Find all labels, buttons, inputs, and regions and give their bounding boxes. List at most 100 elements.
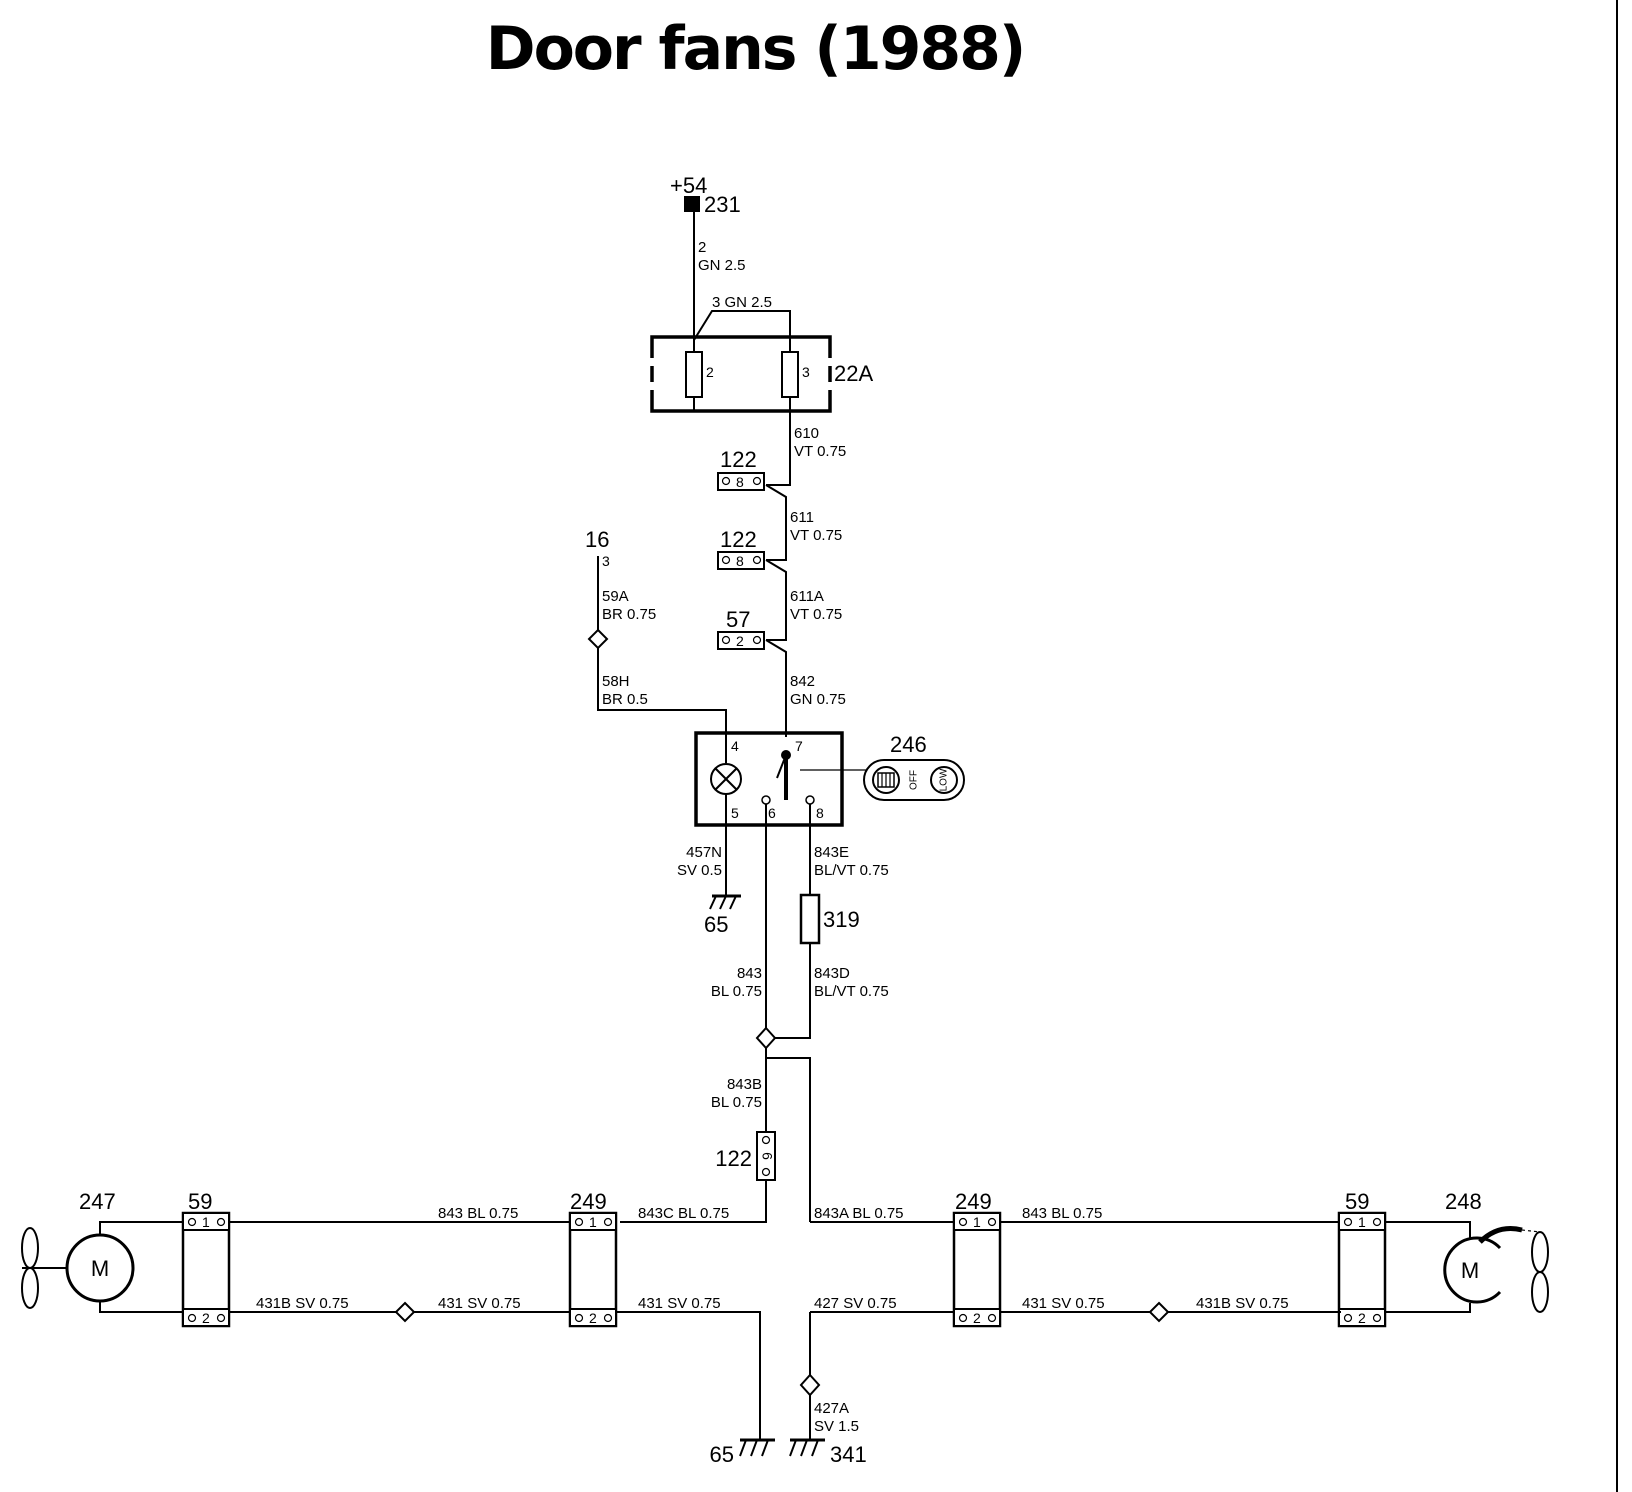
connector-122-a-pin: 8 bbox=[736, 474, 744, 490]
supply-terminal-icon bbox=[684, 196, 700, 212]
connector-122-a: 122 8 bbox=[717, 447, 765, 491]
switch-label: 246 bbox=[890, 732, 927, 757]
wire-611 bbox=[765, 484, 787, 561]
wire-431B-right-label: 431B SV 0.75 bbox=[1196, 1295, 1289, 1312]
wire-611A bbox=[765, 559, 787, 641]
wire-842-spec: GN 0.75 bbox=[790, 691, 846, 708]
connector-57-label: 57 bbox=[726, 607, 750, 632]
wire-843E-id: 843E bbox=[814, 844, 849, 861]
connector-pin-icon bbox=[958, 1217, 968, 1227]
wire-431-left-b-label: 431 SV 0.75 bbox=[638, 1295, 721, 1312]
wire-843-spec: BL 0.75 bbox=[711, 983, 762, 1000]
connector-pin-icon bbox=[1343, 1313, 1353, 1323]
connector-122-c-pin: 6 bbox=[759, 1152, 775, 1160]
fan-blade-icon bbox=[21, 1267, 39, 1309]
supply-voltage-label: +54 bbox=[670, 173, 707, 198]
wire-843A-branch bbox=[766, 1057, 811, 1222]
resistor-icon bbox=[799, 893, 821, 945]
connector-59-left-label: 59 bbox=[188, 1189, 212, 1214]
connector-122-a-label: 122 bbox=[720, 447, 757, 472]
connector-122-b-pin: 8 bbox=[736, 553, 744, 569]
motor-248: 248 M bbox=[1443, 1189, 1549, 1313]
wire-843C-label: 843C BL 0.75 bbox=[638, 1205, 729, 1222]
ground-icon bbox=[789, 1438, 825, 1457]
wire-58H-id: 58H bbox=[602, 673, 630, 690]
connector-59-left-body bbox=[181, 1211, 231, 1328]
connector-249-right-pin-2: 2 bbox=[973, 1310, 981, 1326]
lamp-cross-icon bbox=[714, 767, 738, 791]
wire-2-spec: GN 2.5 bbox=[698, 257, 746, 274]
connector-pin-icon bbox=[987, 1217, 997, 1227]
connector-59-right-pin-2: 2 bbox=[1358, 1310, 1366, 1326]
connector-249-right-label: 249 bbox=[955, 1189, 992, 1214]
fan-shaft-icon bbox=[1521, 1229, 1541, 1233]
wire-611A-id: 611A bbox=[790, 588, 824, 605]
connector-249-left-pin1-box bbox=[569, 1212, 617, 1231]
switch-off-label: OFF bbox=[909, 770, 920, 790]
wire-611A-spec: VT 0.75 bbox=[790, 606, 842, 623]
fuse-2-pin: 2 bbox=[706, 364, 714, 380]
switch-contact-6-icon bbox=[761, 795, 771, 805]
fan-shroud-icon bbox=[1478, 1226, 1523, 1244]
connector-122-b: 122 8 bbox=[717, 527, 765, 570]
splice-icon bbox=[799, 1373, 821, 1397]
connector-249-right-body bbox=[952, 1211, 1002, 1328]
connector-59-right: 59 1 2 bbox=[1337, 1189, 1387, 1328]
connector-249-left-body bbox=[568, 1211, 618, 1328]
splice-source-label: 16 bbox=[585, 527, 609, 552]
connector-pin-icon bbox=[752, 555, 762, 565]
wire-58H bbox=[597, 648, 727, 745]
connector-59-left-pin-1: 1 bbox=[202, 1214, 210, 1230]
connector-pin-icon bbox=[1372, 1217, 1382, 1227]
connector-pin-icon bbox=[574, 1217, 584, 1227]
fuse-2-icon bbox=[685, 351, 703, 398]
wire-843D bbox=[775, 943, 811, 1039]
wire-843B-id: 843B bbox=[727, 1076, 762, 1093]
switch-pin-4: 4 bbox=[731, 738, 739, 754]
splice-icon bbox=[587, 628, 609, 650]
connector-59-right-label: 59 bbox=[1345, 1189, 1369, 1214]
wire-843-left-label: 843 BL 0.75 bbox=[438, 1205, 518, 1222]
splice-icon bbox=[755, 1026, 777, 1050]
wire-427A-id: 427A bbox=[814, 1400, 849, 1417]
wire-motor-left-2 bbox=[99, 1301, 188, 1313]
switch-pin-7: 7 bbox=[795, 738, 803, 754]
wire-843E-spec: BL/VT 0.75 bbox=[814, 862, 889, 879]
connector-122-b-body bbox=[717, 551, 765, 570]
diagram-title: Door fans (1988) bbox=[485, 14, 1026, 84]
switch-knob-outline bbox=[863, 759, 965, 801]
wire-3-label: 3 GN 2.5 bbox=[712, 294, 772, 311]
wire-motor-left-1 bbox=[99, 1221, 188, 1235]
wire-motor-right-1 bbox=[1385, 1221, 1471, 1238]
wire-motor-right-2 bbox=[1385, 1303, 1471, 1313]
switch-246: 4 7 5 6 8 bbox=[694, 731, 866, 827]
connector-122-c: 6 122 bbox=[715, 1131, 776, 1181]
motor-left-label: 247 bbox=[79, 1189, 116, 1214]
connector-pin-icon bbox=[216, 1313, 226, 1323]
fan-blade-icon bbox=[1531, 1271, 1549, 1313]
motor-247: 247 M bbox=[21, 1189, 135, 1309]
power-supply: +54 231 bbox=[670, 173, 741, 217]
connector-pin-icon bbox=[603, 1313, 613, 1323]
wire-611-id: 611 bbox=[790, 509, 814, 526]
connector-59-right-body bbox=[1337, 1211, 1387, 1328]
connector-pin-icon bbox=[1343, 1217, 1353, 1227]
wire-843B-spec: BL 0.75 bbox=[711, 1094, 762, 1111]
wire-610 bbox=[766, 411, 791, 486]
ground-left-label: 65 bbox=[710, 1442, 734, 1467]
connector-pin-icon bbox=[603, 1217, 613, 1227]
connector-122-b-label: 122 bbox=[720, 527, 757, 552]
wire-431B-left-label: 431B SV 0.75 bbox=[256, 1295, 349, 1312]
fan-blade-icon bbox=[21, 1227, 39, 1269]
connector-pin-icon bbox=[721, 555, 731, 565]
wire-427-label: 427 SV 0.75 bbox=[814, 1295, 897, 1312]
connector-249-left: 249 1 2 bbox=[568, 1189, 618, 1328]
connector-59-left-pin-2: 2 bbox=[202, 1310, 210, 1326]
switch-pin-8: 8 bbox=[816, 805, 824, 821]
connector-59-left-pin2-box bbox=[182, 1308, 230, 1327]
wire-842 bbox=[765, 639, 787, 737]
wire-58H-spec: BR 0.5 bbox=[602, 691, 648, 708]
wire-843A-label: 843A BL 0.75 bbox=[814, 1205, 904, 1222]
splice-icon bbox=[394, 1301, 416, 1323]
